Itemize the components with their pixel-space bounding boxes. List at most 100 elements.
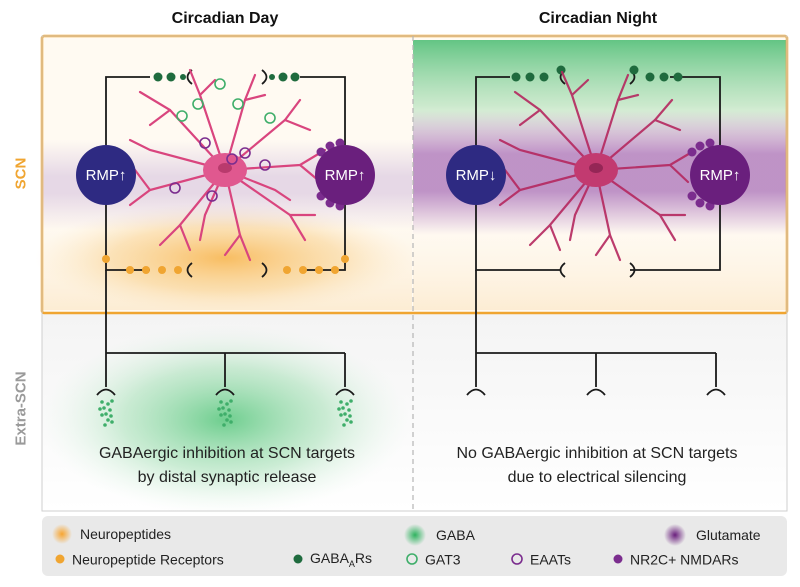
gaba-release-dot — [343, 412, 347, 416]
gaba-release-dot — [102, 406, 106, 410]
day-top-right-wire — [300, 76, 346, 145]
purple-open-circle-icon — [511, 553, 523, 566]
gaba-release-dot — [103, 423, 107, 427]
glutamate-glow-icon — [664, 524, 686, 546]
gaba-release-dot — [219, 400, 223, 404]
gaba-release-dot — [104, 412, 108, 416]
gaba-glow-extra-day — [40, 325, 410, 515]
gaba-release-dot — [100, 413, 104, 417]
legend-gaba-label: GABA — [436, 527, 475, 543]
gaba-release-dot — [349, 399, 353, 403]
synapse-cup-icon — [466, 388, 486, 396]
legend-glutamate-label: Glutamate — [696, 527, 761, 543]
gaba-release-dot — [345, 402, 349, 406]
purple-dot-icon — [613, 554, 623, 564]
gaba-release-dot — [225, 402, 229, 406]
synapse-cup-icon — [96, 388, 116, 396]
legend-neuropeptides: Neuropeptides — [50, 524, 171, 544]
gaba-release-dot — [109, 414, 113, 418]
caption-day-line2: by distal synaptic release — [137, 469, 317, 486]
rmp-night-left: RMP↓ — [446, 145, 506, 205]
legend-gabaa-rs: GABAARs — [292, 550, 372, 569]
gaba-release-dot — [106, 418, 110, 422]
neuropeptide-glow-icon — [52, 524, 72, 544]
gaba-release-dot — [110, 420, 114, 424]
synapse-cup-icon — [215, 388, 235, 396]
gaba-release-dot — [341, 406, 345, 410]
legend-nmdars-label: NR2C+ NMDARs — [630, 551, 739, 568]
night-wiring — [466, 69, 726, 396]
gaba-release-dot — [228, 414, 232, 418]
synapse-cup-icon — [706, 388, 726, 396]
legend-nmdars: NR2C+ NMDARs — [612, 550, 739, 567]
rmp-day-right: RMP↑ — [315, 145, 375, 205]
gaba-release-dot — [219, 413, 223, 417]
gaba-release-dot — [347, 408, 351, 412]
eaats-circles — [169, 137, 271, 202]
gat3-circles — [176, 78, 276, 124]
gaba-release-dot — [339, 400, 343, 404]
synapse-cup-icon — [629, 262, 636, 278]
day-top-left-wire — [105, 76, 150, 145]
caption-night-line2: due to electrical silencing — [507, 469, 687, 486]
green-open-circle-icon — [406, 553, 418, 566]
legend-eaats: EAATs — [510, 550, 571, 567]
legend-gat3-label: GAT3 — [425, 551, 461, 568]
synapse-cup-icon — [559, 262, 566, 278]
legend-gabaa-sub: A — [348, 558, 355, 569]
green-dot-icon — [293, 554, 303, 564]
gaba-release-dot — [221, 406, 225, 410]
neuron-nucleus-night — [589, 163, 603, 173]
synapse-cup-icon — [261, 262, 268, 278]
day-neuropeptide-dots — [102, 255, 349, 274]
gaba-release-dots — [98, 399, 353, 427]
gaba-release-dot — [229, 399, 233, 403]
gaba-glow-icon — [404, 524, 426, 546]
night-cream-glow — [413, 225, 787, 310]
gaba-release-dot — [223, 412, 227, 416]
legend-gaba: GABA — [400, 524, 475, 546]
gaba-release-dot — [345, 418, 349, 422]
gaba-release-dot — [337, 407, 341, 411]
day-wiring — [96, 69, 355, 396]
legend-gabaa-main: GABA — [310, 550, 349, 566]
gaba-release-dot — [229, 420, 233, 424]
gaba-release-dot — [227, 408, 231, 412]
legend-gabaa-tail: Rs — [354, 550, 373, 566]
synapse-cup-icon — [586, 388, 606, 396]
legend-eaats-label: EAATs — [530, 551, 571, 568]
gaba-release-dot — [106, 402, 110, 406]
legend-glutamate: Glutamate — [660, 524, 761, 546]
caption-day: GABAergic inhibition at SCN targets by d… — [62, 442, 392, 490]
outer-border — [41, 35, 788, 512]
rmp-day-left: RMP↑ — [76, 145, 136, 205]
gaba-release-dot — [108, 408, 112, 412]
label-scn: SCN — [12, 157, 30, 190]
day-gabaa-dots — [153, 72, 300, 82]
legend-neuropeptides-label: Neuropeptides — [80, 526, 172, 542]
label-extra-scn: Extra-SCN — [12, 371, 30, 446]
neuron-nucleus-day — [218, 163, 232, 173]
legend: Neuropeptides GABA Glutamate Neuropeptid… — [42, 516, 787, 576]
caption-night: No GABAergic inhibition at SCN targets d… — [432, 442, 762, 490]
night-gabaa-dots — [511, 65, 683, 82]
gaba-release-dot — [98, 407, 102, 411]
gaba-release-dot — [222, 423, 226, 427]
legend-neuropeptide-receptors-label: Neuropeptide Receptors — [72, 551, 224, 568]
gaba-release-dot — [342, 423, 346, 427]
caption-night-line1: No GABAergic inhibition at SCN targets — [456, 445, 738, 462]
gaba-release-dot — [339, 413, 343, 417]
title-circadian-day: Circadian Day — [171, 10, 279, 27]
rmp-night-right: RMP↑ — [690, 145, 750, 205]
legend-gat3: GAT3 — [405, 550, 461, 567]
synapse-cup-icon — [335, 388, 355, 396]
gaba-release-dot — [225, 418, 229, 422]
caption-day-line1: GABAergic inhibition at SCN targets — [98, 445, 356, 462]
title-circadian-night: Circadian Night — [538, 10, 658, 27]
legend-neuropeptide-receptors: Neuropeptide Receptors — [54, 550, 224, 567]
gaba-release-dot — [110, 399, 114, 403]
gaba-release-dot — [100, 400, 104, 404]
synapse-cup-icon — [186, 262, 193, 278]
